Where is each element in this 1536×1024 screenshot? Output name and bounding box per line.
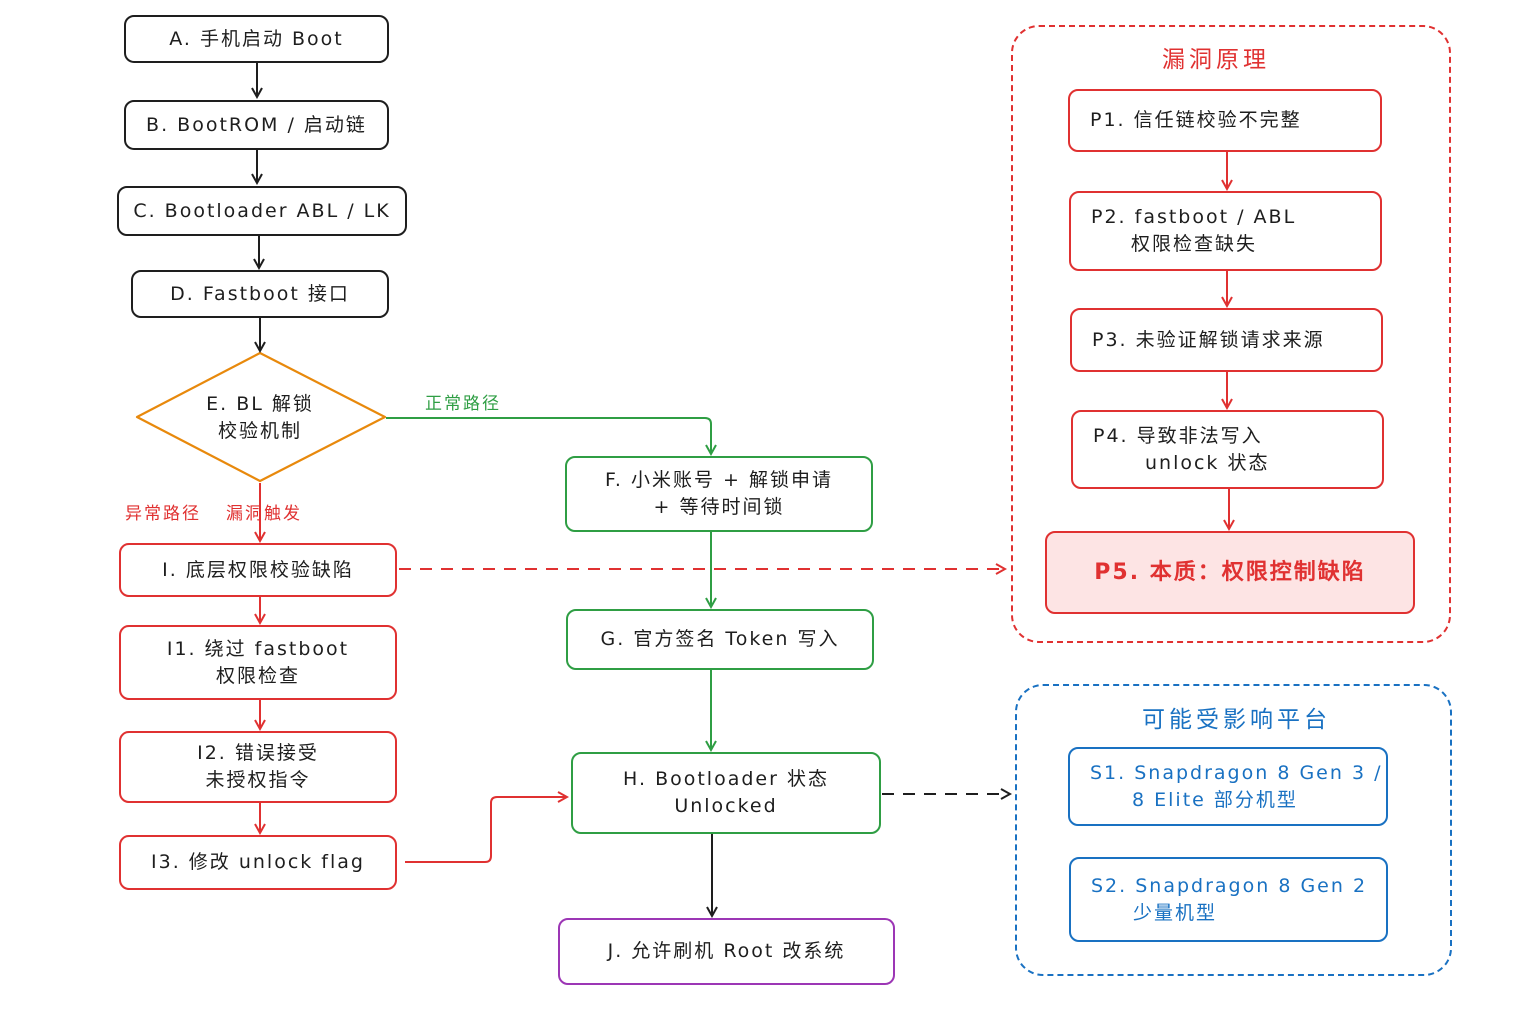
normal-path-label: 正常路径 <box>425 394 501 414</box>
node-C: C. Bootloader ABL / LK <box>117 186 407 236</box>
node-C-label: C. Bootloader ABL / LK <box>133 199 391 222</box>
vuln-trigger-label: 漏洞触发 <box>226 504 302 524</box>
node-D-label: D. Fastboot 接口 <box>170 282 350 305</box>
node-E-line2: 校验机制 <box>217 420 302 442</box>
platform-item-S2-line1: S2. Snapdragon 8 Gen 2 <box>1091 874 1368 897</box>
principle-item-P1-line1: P1. 信任链校验不完整 <box>1090 109 1302 131</box>
edge-E-F <box>386 417 711 454</box>
principle-item-P5: P5. 本质：权限控制缺陷 <box>1045 531 1415 614</box>
edge-I3-H <box>405 797 567 863</box>
principle-item-P4-line2: unlock 状态 <box>1145 451 1270 474</box>
node-F-line1: F. 小米账号 + 解锁申请 <box>605 469 833 491</box>
node-I2-line2: 未授权指令 <box>205 769 311 791</box>
node-I3-label: I3. 修改 unlock flag <box>151 851 365 873</box>
principle-item-P5-line1: P5. 本质：权限控制缺陷 <box>1094 560 1366 585</box>
principle-group <box>1011 25 1451 643</box>
node-F-line2: + 等待时间锁 <box>653 496 785 518</box>
platform-item-S2: S2. Snapdragon 8 Gen 2 少量机型 <box>1069 857 1388 942</box>
principle-item-P3: P3. 未验证解锁请求来源 <box>1070 308 1383 372</box>
node-I: I. 底层权限校验缺陷 <box>119 543 397 597</box>
abnormal-path-label: 异常路径 <box>125 504 201 524</box>
node-I1-line2: 权限检查 <box>215 664 300 687</box>
platform-item-S1-line2: 8 Elite 部分机型 <box>1132 788 1298 811</box>
node-G-label: G. 官方签名 Token 写入 <box>600 628 840 650</box>
node-H-line2: Unlocked <box>674 795 778 817</box>
node-I3: I3. 修改 unlock flag <box>119 835 397 890</box>
principle-group-title: 漏洞原理 <box>1162 47 1270 73</box>
principle-item-P1: P1. 信任链校验不完整 <box>1068 89 1382 152</box>
principle-item-P4-line1: P4. 导致非法写入 <box>1093 424 1263 447</box>
node-B: B. BootROM / 启动链 <box>124 100 389 150</box>
platform-item-S1: S1. Snapdragon 8 Gen 3 / 8 Elite 部分机型 <box>1068 747 1388 826</box>
node-G: G. 官方签名 Token 写入 <box>566 609 874 670</box>
node-E-label: E. BL 解锁 校验机制 <box>170 391 350 445</box>
node-H: H. Bootloader 状态 Unlocked <box>571 752 881 834</box>
platform-item-S1-line1: S1. Snapdragon 8 Gen 3 / <box>1090 761 1383 784</box>
node-J: J. 允许刷机 Root 改系统 <box>558 918 895 985</box>
platform-item-S2-line2: 少量机型 <box>1133 901 1218 924</box>
node-I2-line1: I2. 错误接受 <box>197 742 319 764</box>
node-I2: I2. 错误接受 未授权指令 <box>119 731 397 803</box>
node-B-label: B. BootROM / 启动链 <box>146 113 367 136</box>
node-I1-line1: I1. 绕过 fastboot <box>166 637 350 660</box>
node-F: F. 小米账号 + 解锁申请 + 等待时间锁 <box>565 456 873 532</box>
platform-group-title: 可能受影响平台 <box>1142 707 1331 733</box>
principle-item-P2: P2. fastboot / ABL 权限检查缺失 <box>1069 191 1382 271</box>
node-I1: I1. 绕过 fastboot 权限检查 <box>119 625 397 700</box>
principle-item-P4: P4. 导致非法写入 unlock 状态 <box>1071 410 1384 489</box>
principle-item-P2-line1: P2. fastboot / ABL <box>1091 206 1297 228</box>
principle-item-P2-line2: 权限检查缺失 <box>1131 233 1258 255</box>
node-A: A. 手机启动 Boot <box>124 15 389 63</box>
node-J-label: J. 允许刷机 Root 改系统 <box>607 940 846 962</box>
node-H-line1: H. Bootloader 状态 <box>623 768 829 790</box>
node-A-label: A. 手机启动 Boot <box>169 27 344 50</box>
node-D: D. Fastboot 接口 <box>131 270 389 318</box>
principle-item-P3-line1: P3. 未验证解锁请求来源 <box>1092 328 1325 351</box>
platform-group <box>1015 684 1452 976</box>
node-I-label: I. 底层权限校验缺陷 <box>162 558 354 581</box>
node-E-line1: E. BL 解锁 <box>206 393 314 415</box>
